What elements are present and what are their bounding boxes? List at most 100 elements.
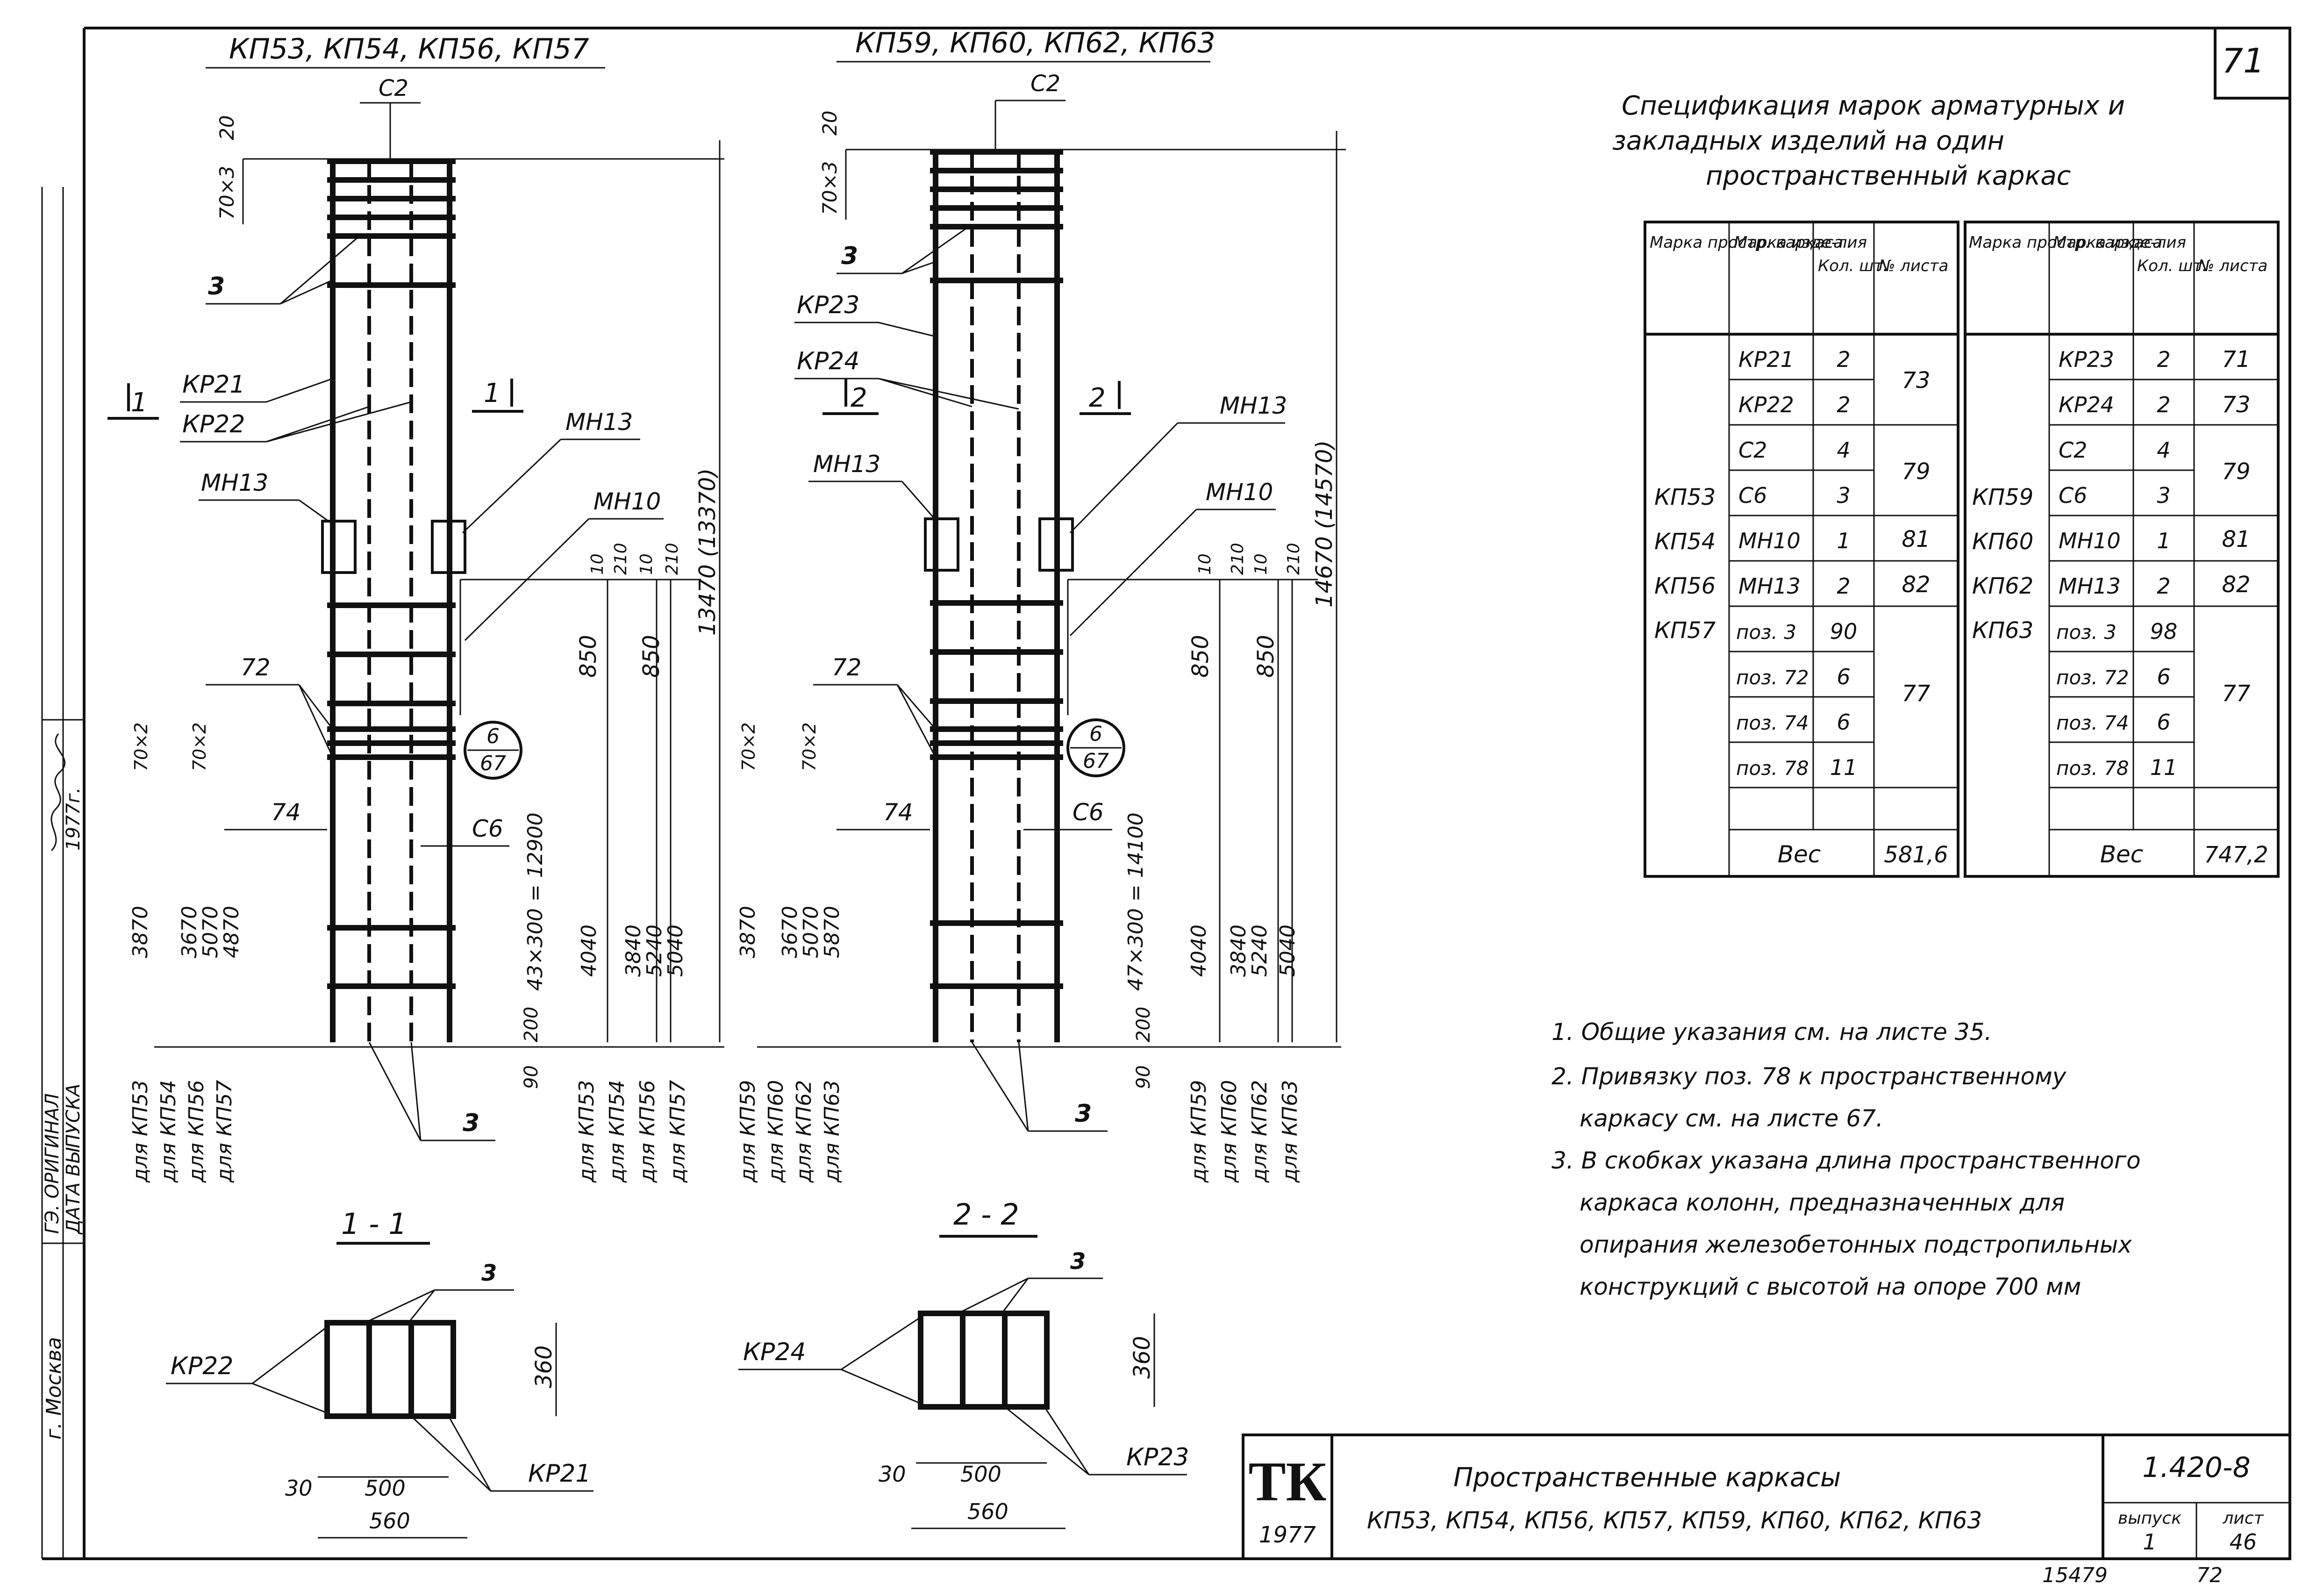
spec-right-item-3: С6: [2059, 483, 2087, 508]
elev-left-d5040: 5040: [664, 925, 687, 977]
note-line-1: 1. Общие указания см. на листе 35.: [1552, 1018, 1992, 1046]
elev-left-d3670: 3670: [178, 906, 201, 958]
spec-right-qty-1: 2: [2157, 392, 2170, 417]
spec-right-item-6: поз. 3: [2056, 621, 2117, 644]
spec-left-qty-5: 2: [1837, 573, 1850, 599]
elev-left-d5070: 5070: [199, 906, 222, 958]
elev-right-for-a-0: для КП59: [736, 1080, 760, 1183]
elevation-right: КП59, КП60, КП62, КП63 С2: [736, 27, 1346, 1183]
bottom-right-number: 72: [2196, 1563, 2223, 1584]
side-stamp: г. Москва ГЭ. ОРИГИНАЛ ДАТА ВЫПУСКА 1977…: [42, 733, 84, 1440]
elev-right-for-b-3: для КП63: [1278, 1080, 1302, 1183]
spec-right-mark-3: КП63: [1972, 617, 2033, 644]
spec-table-right: Марка простр. каркаса Марка изде-лия Кол…: [1964, 221, 2280, 878]
detail-callout-right: 6 67: [1066, 718, 1125, 777]
elev-right-label-kr24: КР24: [797, 347, 859, 375]
spec-left-qty-2: 4: [1837, 437, 1850, 463]
elev-right-for-b-2: для КП62: [1248, 1080, 1272, 1183]
stirrups-right: [930, 600, 1063, 989]
spec-right-qty-9: 11: [2150, 755, 2178, 780]
elev-left-total-length: 13470 (13370): [694, 468, 721, 636]
elev-right-dim-20: 20: [818, 111, 841, 136]
side-stamp-label-original: ГЭ. ОРИГИНАЛ: [42, 1093, 63, 1234]
elev-left-label-3b: 3: [463, 1109, 479, 1137]
elevation-left: КП53, КП54, КП56, КП57 С2: [107, 33, 724, 1183]
elev-right-title: КП59, КП60, КП62, КП63: [855, 27, 1216, 59]
spec-right-item-9: поз. 78: [2056, 757, 2129, 780]
elev-left-title: КП53, КП54, КП56, КП57: [229, 33, 589, 65]
spec-right-header-2: Кол. шт.: [2137, 257, 2207, 275]
spec-left-qty-7: 6: [1837, 664, 1850, 689]
embedded-plate-mn13-left: [321, 520, 357, 574]
elev-left-label-mn13-right: МН13: [565, 409, 633, 436]
spec-right-item-8: поз. 74: [2056, 711, 2129, 734]
section-1-d500: 500: [365, 1476, 406, 1501]
spec-right-qty-7: 6: [2157, 664, 2170, 689]
spec-left-sheet-1: 79: [1902, 459, 1930, 485]
spec-left-qty-9: 11: [1830, 755, 1858, 780]
note-line-4: 3. В скобках указана длина пространствен…: [1552, 1147, 2141, 1174]
spec-left-item-1: КР22: [1738, 392, 1794, 417]
spec-right-sheet-2: 79: [2222, 459, 2250, 485]
spec-left-mark-3: КП57: [1654, 617, 1716, 644]
spec-left-qty-4: 1: [1837, 528, 1850, 553]
section-marker-2-right: 2: [1080, 381, 1131, 415]
spec-left-header-0: Марка простр. каркаса: [1650, 233, 1843, 252]
spec-right-qty-4: 1: [2157, 528, 2170, 553]
spec-right-header-3: № листа: [2197, 257, 2267, 275]
section-2-2: 2 - 2 3 КР24 КР23 360 30 500 560: [738, 1197, 1189, 1529]
elev-right-d5070: 5070: [799, 906, 823, 958]
spec-left-header-3: № листа: [1878, 257, 1948, 275]
title-block-sheet: 46: [2230, 1529, 2257, 1555]
elev-right-label-72: 72: [832, 654, 862, 681]
spec-left-item-4: МН10: [1738, 528, 1801, 553]
spec-right-mark-0: КП59: [1972, 484, 2033, 510]
embedded-plate-mn13-right-r: [1038, 517, 1074, 572]
spec-right-qty-2: 4: [2157, 437, 2170, 463]
spec-right-item-2: С2: [2059, 437, 2087, 463]
elev-right-d850b: 850: [1253, 635, 1279, 678]
spec-left-qty-8: 6: [1837, 710, 1850, 735]
elev-right-label-mn13-left: МН13: [813, 451, 880, 478]
elev-left-label-72: 72: [241, 654, 271, 681]
elev-left-label-mn13-left: МН13: [201, 469, 268, 496]
elev-left-d10a: 10: [588, 553, 607, 575]
section-marker-2-left: 2: [822, 379, 879, 415]
note-line-5: каркаса колонн, предназначенных для: [1580, 1189, 2065, 1216]
section-1-d560: 560: [369, 1508, 410, 1534]
spec-right-weight: 747,2: [2204, 842, 2268, 868]
spec-left-qty-6: 90: [1830, 619, 1858, 644]
spec-left-item-8: поз. 74: [1736, 711, 1809, 734]
spec-left-mark-2: КП56: [1654, 573, 1716, 599]
elev-right-d3670: 3670: [778, 906, 802, 958]
note-line-3: каркасу см. на листе 67.: [1580, 1105, 1883, 1132]
spec-right-qty-6: 98: [2150, 619, 2178, 644]
signature: [50, 733, 66, 852]
spec-right-sheet-5: 77: [2222, 681, 2251, 707]
elev-left-for-a-2: для КП56: [185, 1080, 208, 1183]
elev-left-d70x2a: 70×2: [131, 723, 151, 771]
note-line-6: опирания железобетонных подстропильных: [1580, 1231, 2132, 1258]
elev-right-d5240: 5240: [1248, 925, 1272, 977]
top-mesh-left: [327, 158, 456, 288]
title-block-year: 1977: [1259, 1522, 1316, 1548]
spec-right-item-4: МН10: [2059, 528, 2121, 553]
spec-right-weight-label: Вес: [2100, 841, 2144, 868]
elev-right-total-length: 14670 (14570): [1311, 440, 1337, 608]
spec-right-item-5: МН13: [2059, 573, 2121, 599]
section-mark-1b: 1: [484, 378, 501, 409]
elev-left-d3870: 3870: [129, 906, 152, 958]
spec-title-line-1: Спецификация марок арматурных и: [1622, 91, 2125, 121]
elev-left-d200: 200: [521, 1007, 542, 1042]
elev-right-label-mn13-right: МН13: [1220, 392, 1287, 419]
elev-right-dim-70x3: 70×3: [818, 161, 841, 215]
spec-left-mark-1: КП54: [1654, 529, 1716, 555]
elev-right-c2: С2: [1030, 71, 1060, 97]
elev-left-for-a-0: для КП53: [129, 1080, 152, 1183]
title-block-issue: 1: [2143, 1529, 2156, 1555]
spec-right-qty-0: 2: [2157, 347, 2170, 372]
spec-right-qty-3: 3: [2157, 483, 2170, 508]
section-2-d500: 500: [960, 1462, 1001, 1487]
section-2-title: 2 - 2: [953, 1197, 1019, 1232]
